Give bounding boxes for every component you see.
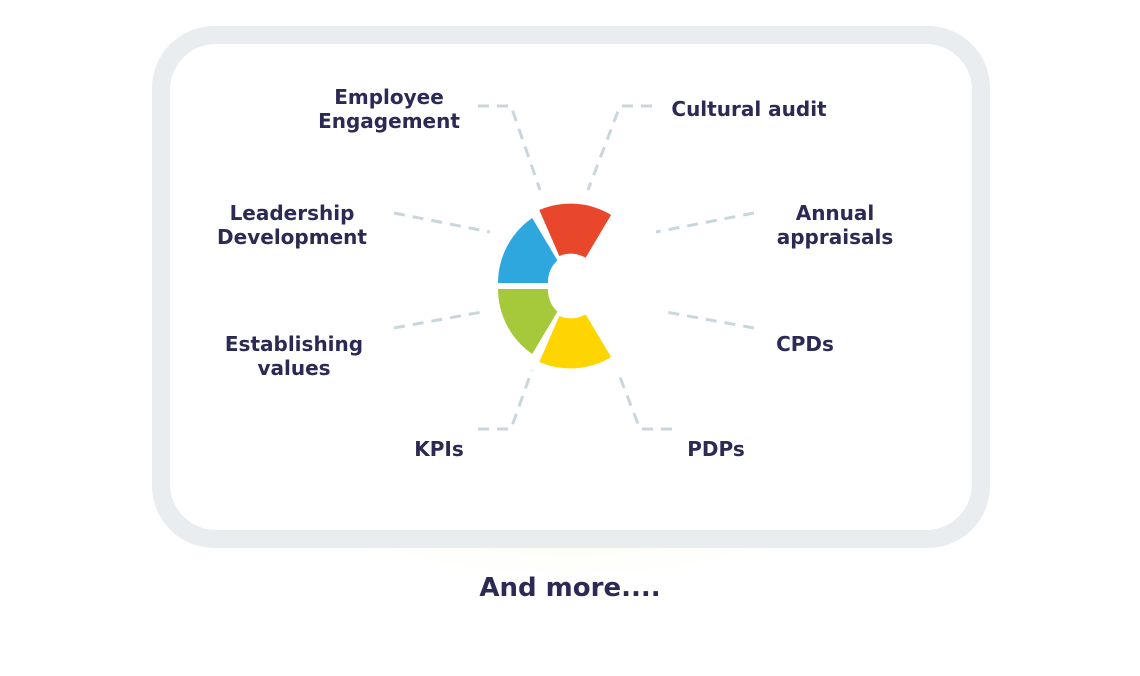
label-cultural-audit: Cultural audit [664, 97, 834, 121]
connector-cpds [665, 310, 755, 330]
label-annual-appraisals: Annual appraisals [758, 201, 912, 249]
label-line: Engagement [318, 109, 460, 133]
card [170, 44, 972, 530]
label-line: Development [217, 225, 367, 249]
label-employee-engagement: Employee Engagement [292, 85, 486, 133]
donut-chart [498, 203, 612, 369]
label-line: Establishing [224, 332, 364, 356]
label-line: Leadership [229, 201, 355, 225]
label-kpis: KPIs [404, 437, 474, 461]
label-line: KPIs [414, 437, 464, 461]
connector-employee-engagement [478, 104, 542, 191]
label-line: Annual [795, 201, 875, 225]
footer-text: And more.... [479, 573, 661, 603]
label-line: appraisals [776, 225, 894, 249]
label-establishing-values: Establishing values [210, 332, 378, 380]
label-line: PDPs [687, 437, 745, 461]
connector-establishing-values [393, 310, 483, 330]
connector-kpis [478, 369, 534, 431]
label-line: CPDs [776, 332, 834, 356]
segment-red [539, 203, 612, 258]
segment-yellow [539, 314, 612, 369]
segment-green [498, 289, 558, 354]
connector-leadership-development [393, 211, 491, 234]
label-cpds: CPDs [764, 332, 846, 356]
label-line: values [257, 356, 331, 380]
label-pdps: PDPs [676, 437, 756, 461]
connector-annual-appraisals [655, 211, 755, 234]
label-line: Employee [334, 85, 444, 109]
label-leadership-development: Leadership Development [196, 201, 388, 249]
segment-blue [498, 218, 558, 283]
connector-cultural-audit [586, 104, 652, 191]
connector-pdps [616, 371, 672, 431]
label-line: Cultural audit [671, 97, 827, 121]
